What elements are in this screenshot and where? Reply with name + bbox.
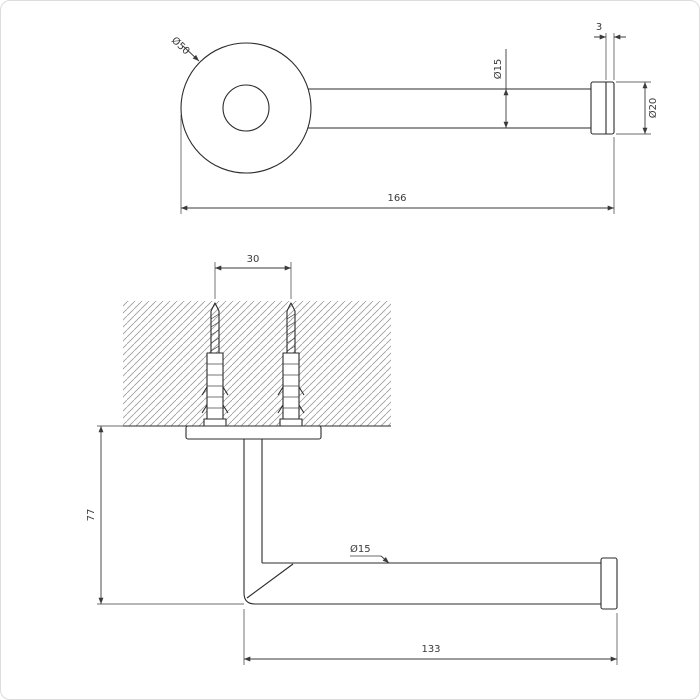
dim-label-cap-thickness: 3 xyxy=(596,22,602,33)
dim-label-cap-diameter: Ø20 xyxy=(647,98,659,119)
dimension-flange-diameter: Ø50 xyxy=(169,34,200,62)
end-cap-top xyxy=(590,81,615,135)
front-view: 30 Ø15 77 xyxy=(86,254,618,665)
end-cap-front xyxy=(600,557,618,610)
dimension-bar-diameter-front: Ø15 xyxy=(350,543,390,564)
dimension-cap-thickness: 3 xyxy=(594,22,626,80)
screw-left xyxy=(201,302,229,427)
dimension-bar-length: 133 xyxy=(243,609,618,665)
dim-label-bar-length: 133 xyxy=(421,644,440,655)
dimension-overall-length: 166 xyxy=(180,115,615,214)
wall-hatch xyxy=(123,301,391,426)
screw-right xyxy=(277,302,305,427)
wall-section xyxy=(123,301,391,427)
mounting-plate xyxy=(185,425,322,440)
elbow-chamfer-line xyxy=(246,563,294,599)
dim-label-bar-diameter-front: Ø15 xyxy=(350,543,371,555)
dim-label-height: 77 xyxy=(86,509,97,522)
holder-arm xyxy=(243,439,618,610)
dimension-bar-diameter-top: Ø15 xyxy=(492,49,509,128)
dim-label-bar-diameter-top: Ø15 xyxy=(492,59,504,80)
dimension-height: 77 xyxy=(86,425,244,605)
dimension-hole-spacing: 30 xyxy=(214,254,292,299)
dimension-cap-diameter: Ø20 xyxy=(616,81,659,135)
dim-label-flange-diameter: Ø50 xyxy=(169,34,192,57)
dim-label-hole-spacing: 30 xyxy=(247,254,260,265)
wall-flange xyxy=(180,42,312,174)
top-view: Ø50 Ø15 3 Ø20 166 xyxy=(169,22,659,214)
dim-label-overall-length: 166 xyxy=(387,193,406,204)
